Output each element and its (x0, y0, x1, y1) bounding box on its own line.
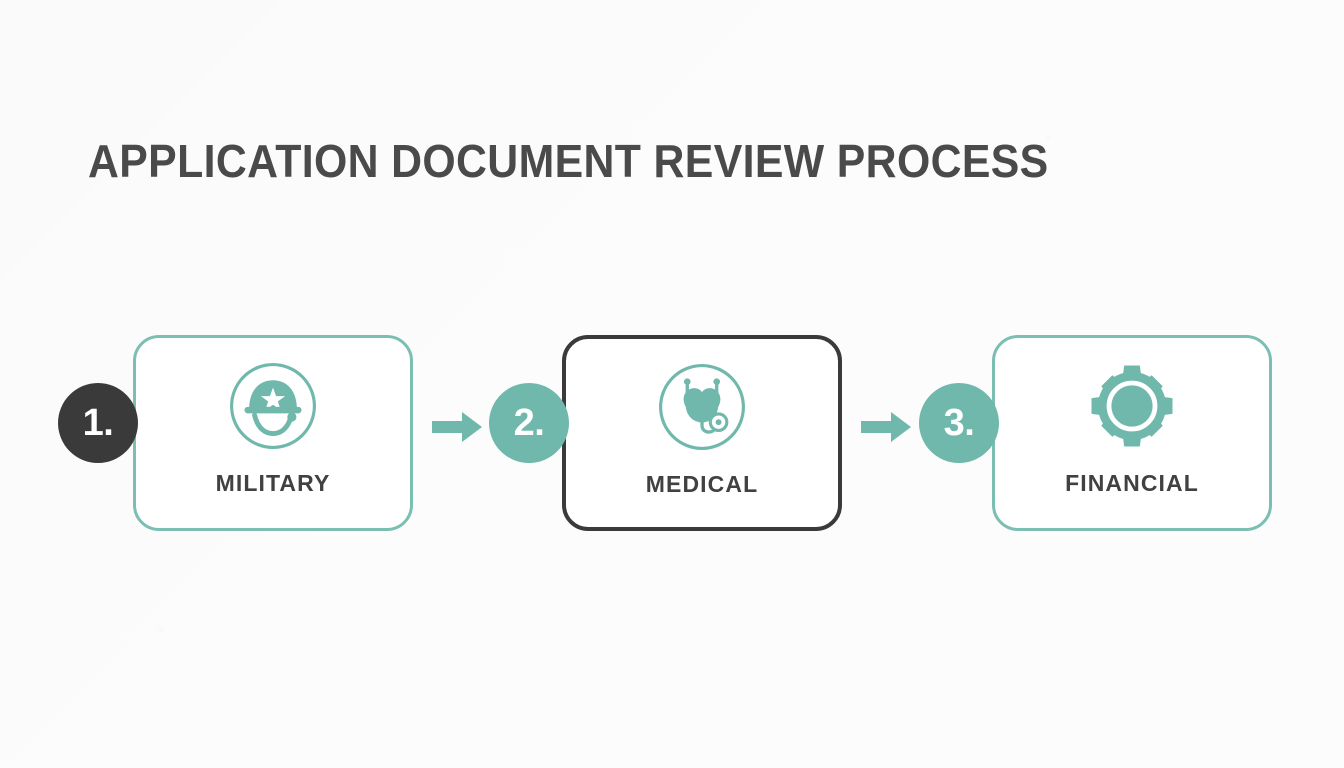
svg-text:$: $ (1123, 389, 1140, 424)
step-card-military[interactable]: MILITARY (133, 335, 413, 531)
step-badge-1[interactable]: 1. (58, 383, 138, 463)
military-helmet-icon (230, 363, 316, 449)
stethoscope-heart-icon (659, 364, 745, 450)
step-badge-3[interactable]: 3. (919, 383, 999, 463)
page-title: APPLICATION DOCUMENT REVIEW PROCESS (88, 135, 1049, 187)
arrow-right-icon-1 (432, 412, 482, 442)
step-card-content: $ FINANCIAL (995, 338, 1269, 528)
gear-dollar-icon: $ (1091, 365, 1173, 447)
step-card-content: MEDICAL (566, 339, 838, 527)
arrow-right-icon-2 (861, 412, 911, 442)
step-label-medical: MEDICAL (645, 471, 759, 497)
step-card-content: MILITARY (136, 338, 410, 528)
step-card-medical[interactable]: MEDICAL (562, 335, 842, 531)
step-badge-2[interactable]: 2. (489, 383, 569, 463)
step-card-financial[interactable]: $ FINANCIAL (992, 335, 1272, 531)
step-label-financial: FINANCIAL (1065, 470, 1199, 496)
step-label-military: MILITARY (215, 470, 331, 496)
process-flow-diagram: MILITARY 1. MEDICAL 2. (0, 335, 1344, 535)
